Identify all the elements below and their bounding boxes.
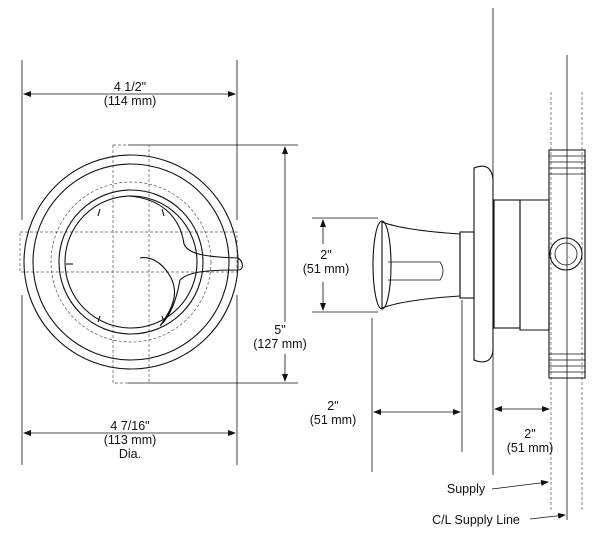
diameter-metric-label: (113 mm) bbox=[104, 433, 157, 447]
handle-depth-value-label: 2" bbox=[327, 399, 338, 413]
width-metric-label: (114 mm) bbox=[104, 94, 157, 108]
supply-offset-value-label: 2" bbox=[524, 427, 535, 441]
front-view bbox=[19, 60, 298, 465]
supply-port-inner bbox=[554, 242, 578, 266]
height-value-label: 5" bbox=[274, 323, 285, 337]
supply-port-outer bbox=[549, 237, 583, 271]
handle-body-side bbox=[381, 221, 461, 309]
cl-supply-line-callout-label: C/L Supply Line bbox=[432, 513, 520, 527]
escutcheon-outer-ring bbox=[23, 154, 239, 370]
side-view bbox=[312, 8, 586, 520]
dimension-labels: 4 1/2" (114 mm) 4 7/16" (113 mm) Dia. 5"… bbox=[104, 80, 554, 527]
supply-callout-label: Supply bbox=[447, 482, 486, 496]
escutcheon-outer-edge bbox=[32, 163, 230, 361]
handle-height-metric-label: (51 mm) bbox=[303, 262, 350, 276]
handle-depth-metric-label: (51 mm) bbox=[310, 413, 357, 427]
supply-callout-arrow bbox=[491, 479, 549, 490]
lever-handle-front bbox=[127, 195, 244, 327]
escutcheon-profile bbox=[473, 165, 494, 363]
width-value-label: 4 1/2" bbox=[114, 80, 146, 94]
hidden-vertical-body bbox=[112, 144, 150, 384]
hidden-horizontal-body bbox=[19, 231, 238, 273]
diameter-value-label: 4 7/16" bbox=[110, 419, 149, 433]
cl-supply-line-callout-arrow bbox=[529, 512, 566, 520]
handle-height-value-label: 2" bbox=[320, 248, 331, 262]
escutcheon-center-ring bbox=[64, 195, 198, 329]
valve-threads bbox=[549, 155, 585, 373]
handle-hub bbox=[459, 231, 475, 299]
diameter-note-label: Dia. bbox=[119, 447, 141, 461]
handle-end-cap bbox=[372, 220, 392, 310]
escutcheon-inner-ring bbox=[58, 189, 204, 335]
height-metric-label: (127 mm) bbox=[253, 337, 306, 351]
supply-offset-metric-label: (51 mm) bbox=[507, 441, 554, 455]
valve-sleeve bbox=[493, 199, 521, 329]
valve-body-front bbox=[519, 199, 550, 331]
handle-lever-side bbox=[388, 261, 444, 281]
hidden-inner-circle bbox=[50, 181, 212, 343]
